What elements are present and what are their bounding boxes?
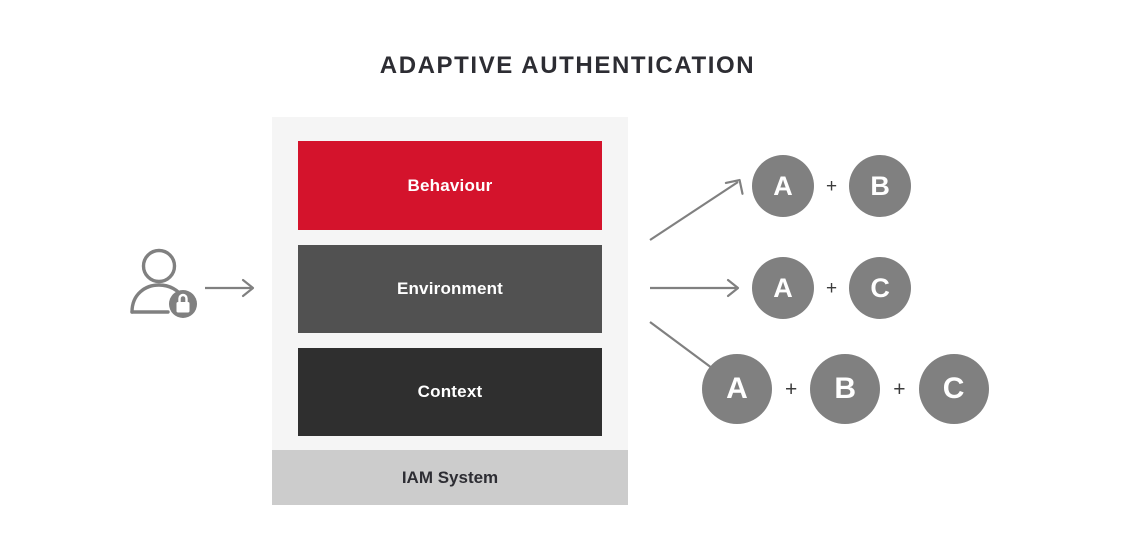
outcome-separator: + [826, 277, 838, 299]
user-with-lock-icon [128, 248, 204, 324]
outcome-token-a-label: A [726, 372, 748, 405]
outcome-separator: + [893, 377, 906, 401]
arrow-up-right-icon [649, 178, 744, 241]
outcome-token-a[interactable]: A [752, 257, 814, 319]
stack-layer-context[interactable]: Context [298, 348, 602, 436]
outcome-token-c-label: C [870, 272, 890, 303]
stack-layer-environment[interactable]: Environment [298, 245, 602, 333]
outcome-token-c-label: C [942, 372, 965, 405]
outcome-token-b[interactable]: B [810, 354, 881, 424]
stack-layer-context-label: Context [417, 382, 483, 401]
outcome-token-a-label: A [773, 272, 793, 303]
outcome-row-3: A + B + C [702, 354, 989, 424]
outcome-token-c[interactable]: C [849, 257, 912, 319]
stack-layer-behaviour-label: Behaviour [407, 175, 493, 195]
outcome-token-a[interactable]: A [752, 155, 814, 217]
stack-layer-behaviour[interactable]: Behaviour [298, 141, 602, 230]
outcome-separator: + [826, 175, 838, 197]
outcome-token-a[interactable]: A [702, 354, 772, 424]
outcome-token-a-label: A [773, 170, 793, 201]
branch-arrows-group [640, 170, 760, 380]
stack-layer-environment-label: Environment [396, 279, 504, 298]
adaptive-factor-stack: Behaviour Environment Context IAM System [272, 117, 628, 505]
stack-base-iam-system[interactable]: IAM System [272, 450, 628, 505]
stack-base-label: IAM System [401, 467, 499, 487]
outcome-token-c[interactable]: C [918, 354, 989, 424]
arrow-right-icon [650, 278, 740, 298]
page-title: ADAPTIVE AUTHENTICATION [379, 52, 756, 79]
outcome-separator: + [785, 377, 798, 401]
outcome-token-b[interactable]: B [849, 155, 912, 217]
outcome-row-1: A + B [752, 155, 912, 217]
outcome-row-2: A + C [752, 257, 912, 319]
outcome-token-b-label: B [834, 372, 857, 405]
actor-to-stack-arrow-icon [203, 272, 263, 304]
outcome-token-b-label: B [870, 170, 890, 201]
